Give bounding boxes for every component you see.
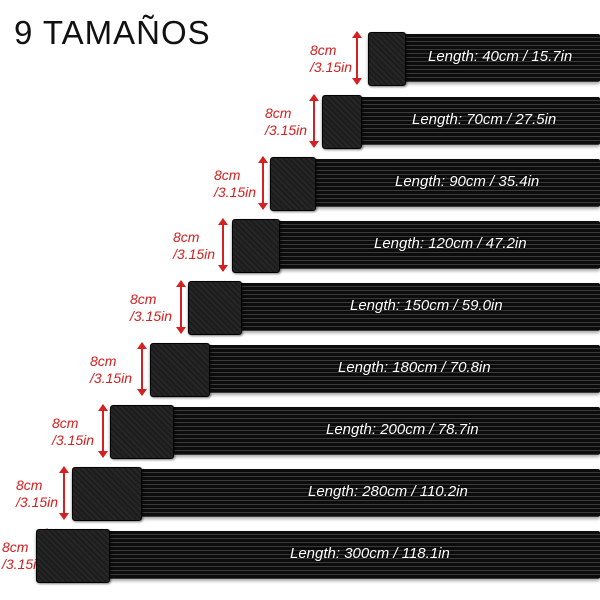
elastic-strap: Length: 300cm / 118.1in	[36, 529, 600, 583]
width-arrow-icon	[258, 156, 268, 210]
width-arrow-icon	[98, 404, 108, 458]
elastic-strap: Length: 150cm / 59.0in	[188, 281, 600, 335]
width-in-text: /3.15in	[90, 370, 133, 386]
width-cm-text: 8cm	[214, 167, 241, 183]
width-arrow-icon	[137, 342, 147, 396]
width-arrow-icon	[218, 218, 228, 272]
strap-length-label: Length: 70cm / 27.5in	[412, 111, 557, 128]
strap-length-label: Length: 200cm / 78.7in	[326, 421, 479, 438]
strap-width-label: 8cm/3.15in	[173, 229, 215, 263]
width-in-text: /3.15in	[310, 59, 353, 75]
strap-width-label: 8cm/3.15in	[214, 167, 256, 201]
strap-length-label: Length: 90cm / 35.4in	[395, 173, 540, 190]
strap-width-label: 8cm/3.15in	[90, 353, 132, 387]
width-cm-text: 8cm	[16, 477, 43, 493]
width-arrow-icon	[352, 31, 362, 85]
width-in-text: /3.15in	[130, 308, 173, 324]
strap-length-label: Length: 180cm / 70.8in	[338, 359, 491, 376]
page-title: 9 TAMAÑOS	[14, 14, 211, 51]
width-in-text: /3.15in	[173, 246, 216, 262]
width-cm-text: 8cm	[130, 291, 157, 307]
velcro-tab-icon	[72, 467, 142, 521]
width-arrow-icon	[176, 280, 186, 334]
elastic-strap: Length: 40cm / 15.7in	[368, 32, 600, 86]
width-in-text: /3.15in	[2, 556, 45, 572]
elastic-strap: Length: 70cm / 27.5in	[322, 95, 600, 149]
elastic-strap: Length: 120cm / 47.2in	[232, 219, 600, 273]
elastic-strap: Length: 180cm / 70.8in	[150, 343, 600, 397]
width-cm-text: 8cm	[173, 229, 200, 245]
strap-width-label: 8cm/3.15in	[2, 539, 44, 573]
elastic-strap: Length: 90cm / 35.4in	[270, 157, 600, 211]
width-in-text: /3.15in	[214, 184, 257, 200]
velcro-tab-icon	[150, 343, 210, 397]
velcro-tab-icon	[232, 219, 280, 273]
strap-width-label: 8cm/3.15in	[16, 477, 58, 511]
elastic-strap: Length: 280cm / 110.2in	[72, 467, 600, 521]
velcro-tab-icon	[188, 281, 242, 335]
strap-width-label: 8cm/3.15in	[310, 42, 352, 76]
width-cm-text: 8cm	[2, 539, 29, 555]
strap-length-label: Length: 40cm / 15.7in	[428, 48, 573, 65]
strap-width-label: 8cm/3.15in	[130, 291, 172, 325]
width-arrow-icon	[309, 94, 319, 148]
strap-length-label: Length: 280cm / 110.2in	[308, 483, 468, 500]
strap-width-label: 8cm/3.15in	[265, 105, 307, 139]
width-cm-text: 8cm	[52, 415, 79, 431]
strap-length-label: Length: 300cm / 118.1in	[290, 545, 450, 562]
velcro-tab-icon	[270, 157, 316, 211]
strap-length-label: Length: 120cm / 47.2in	[374, 235, 527, 252]
strap-length-label: Length: 150cm / 59.0in	[350, 297, 503, 314]
width-in-text: /3.15in	[265, 122, 308, 138]
width-in-text: /3.15in	[16, 494, 59, 510]
width-cm-text: 8cm	[90, 353, 117, 369]
velcro-tab-icon	[368, 32, 406, 86]
velcro-tab-icon	[110, 405, 174, 459]
velcro-tab-icon	[322, 95, 362, 149]
width-cm-text: 8cm	[310, 42, 337, 58]
width-in-text: /3.15in	[52, 432, 95, 448]
velcro-tab-icon	[36, 529, 110, 583]
strap-width-label: 8cm/3.15in	[52, 415, 94, 449]
width-cm-text: 8cm	[265, 105, 292, 121]
width-arrow-icon	[59, 466, 69, 520]
elastic-strap: Length: 200cm / 78.7in	[110, 405, 600, 459]
